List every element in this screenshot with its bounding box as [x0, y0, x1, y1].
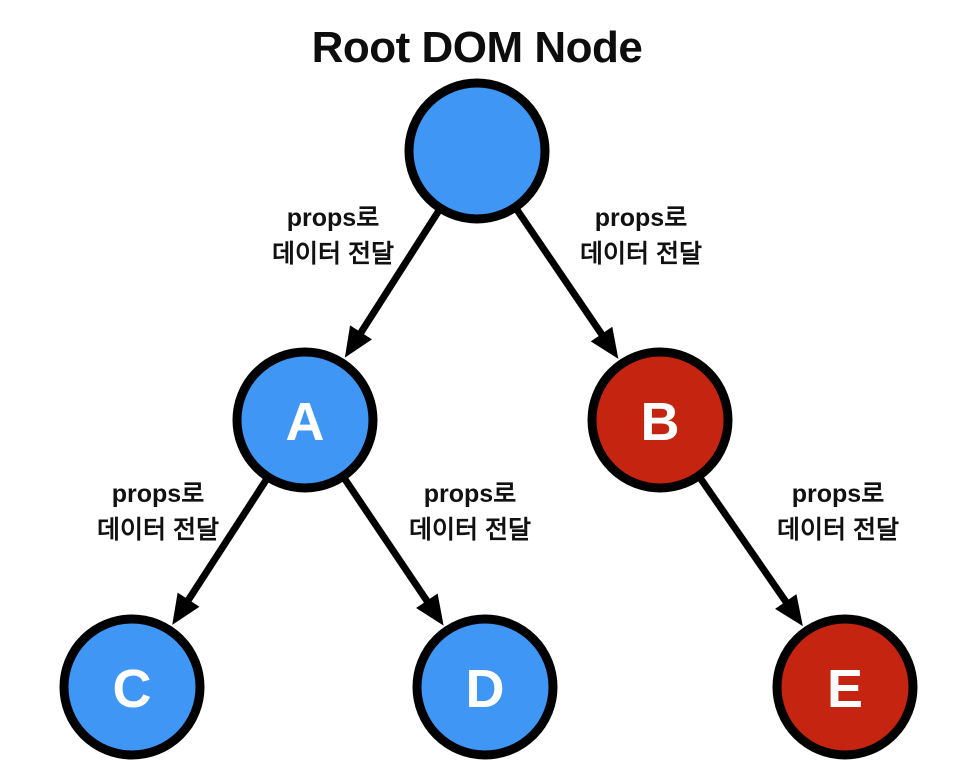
- node-label-C: C: [113, 659, 152, 719]
- edge-B-to-E: [693, 470, 803, 627]
- arrowhead-icon: [590, 326, 619, 359]
- edge-root-to-A: [344, 203, 446, 358]
- node-E[interactable]: E: [772, 614, 918, 760]
- node-A[interactable]: A: [232, 347, 378, 493]
- edge-line: [353, 203, 446, 342]
- page-title: Root DOM Node: [312, 23, 643, 72]
- edge-line: [693, 470, 794, 611]
- node-circle-E[interactable]: [772, 614, 918, 760]
- edge-root-to-B: [510, 201, 619, 359]
- node-C[interactable]: C: [59, 614, 205, 760]
- edge-label-line2: 데이터 전달: [777, 516, 899, 544]
- edge-line: [510, 201, 609, 343]
- node-D[interactable]: D: [412, 614, 558, 760]
- arrowhead-icon: [344, 325, 372, 358]
- edge-label-line1: props로: [112, 480, 204, 508]
- arrowhead-icon: [416, 593, 444, 626]
- edge-label-line1: props로: [792, 480, 884, 508]
- edge-label-line1: props로: [287, 204, 379, 232]
- node-circle-root[interactable]: [404, 78, 550, 224]
- edge-label-line2: 데이터 전달: [580, 240, 702, 268]
- edge-line: [337, 471, 435, 610]
- edge-label-line1: props로: [595, 204, 687, 232]
- edge-label-line2: 데이터 전달: [409, 516, 531, 544]
- node-label-A: A: [286, 392, 325, 452]
- nodes-layer: A B C D E: [59, 78, 918, 760]
- edge-A-to-C: [172, 471, 274, 625]
- node-circle-C[interactable]: [59, 614, 205, 760]
- node-label-B: B: [641, 392, 680, 452]
- node-circle-D[interactable]: [412, 614, 558, 760]
- edges-layer: [172, 201, 803, 627]
- node-root[interactable]: [404, 78, 550, 224]
- node-label-D: D: [466, 659, 505, 719]
- edge-label-line1: props로: [424, 480, 516, 508]
- node-circle-B[interactable]: [587, 347, 733, 493]
- node-label-E: E: [827, 659, 863, 719]
- edge-label-line2: 데이터 전달: [272, 240, 394, 268]
- edge-label-line2: 데이터 전달: [97, 516, 219, 544]
- edge-line: [181, 471, 274, 609]
- arrowhead-icon: [775, 594, 803, 627]
- node-circle-A[interactable]: [232, 347, 378, 493]
- arrowhead-icon: [172, 592, 200, 625]
- node-B[interactable]: B: [587, 347, 733, 493]
- edge-A-to-D: [337, 471, 444, 626]
